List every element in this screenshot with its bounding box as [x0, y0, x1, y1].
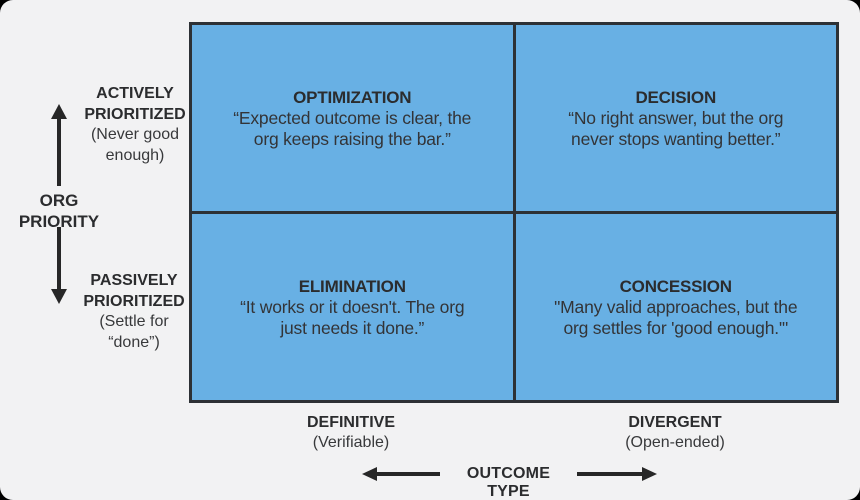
arrow-left-icon [362, 467, 377, 481]
quote-line-2: just needs it done.” [280, 317, 425, 338]
quote-line-1: “It works or it doesn't. The org [240, 296, 465, 317]
x-axis-right-label-main: DIVERGENT [628, 414, 722, 431]
quote-line-1: “No right answer, but the org [568, 107, 784, 128]
y-axis-bottom-label-main: PASSIVELY PRIORITIZED [83, 272, 185, 310]
x-axis-arrow-left-line [375, 472, 440, 476]
x-axis-title: OUTCOME TYPE [466, 465, 551, 500]
x-axis-arrow-right-line [577, 472, 642, 476]
quadrant-quote: “Expected outcome is clear, the org keep… [233, 108, 471, 150]
y-axis-top-label: ACTIVELY PRIORITIZED (Never good enough) [75, 84, 195, 166]
quote-line-1: “Expected outcome is clear, the [233, 107, 472, 128]
y-axis-arrow-lower-line [57, 227, 61, 291]
quadrant-title: DECISION [635, 87, 717, 107]
quote-line-2: org settles for 'good enough.'" [563, 317, 789, 338]
quote-line-2: never stops wanting better.” [571, 128, 781, 149]
x-axis-right-label: DIVERGENT (Open-ended) [605, 413, 745, 452]
arrow-right-icon [642, 467, 657, 481]
quadrant-title: ELIMINATION [298, 276, 406, 296]
y-axis-top-label-main: ACTIVELY PRIORITIZED [84, 85, 186, 123]
x-axis-left-label: DEFINITIVE (Verifiable) [281, 413, 421, 452]
quadrant-optimization: OPTIMIZATION “Expected outcome is clear,… [192, 25, 513, 211]
y-axis-arrow-upper-line [57, 117, 61, 186]
x-axis-left-label-main: DEFINITIVE [306, 414, 395, 431]
x-axis-left-label-sub: (Verifiable) [312, 433, 390, 451]
quadrant-title: CONCESSION [619, 276, 732, 296]
y-axis-title: ORG PRIORITY [18, 191, 100, 231]
quote-line-1: "Many valid approaches, but the [554, 296, 798, 317]
quadrant-decision: DECISION “No right answer, but the org n… [515, 25, 836, 211]
quadrant-quote: "Many valid approaches, but the org sett… [554, 297, 797, 339]
quadrant-quote: “No right answer, but the org never stop… [568, 108, 783, 150]
y-axis-bottom-label: PASSIVELY PRIORITIZED (Settle for “done”… [72, 271, 196, 353]
quadrant-concession: CONCESSION "Many valid approaches, but t… [515, 214, 836, 400]
quote-line-2: org keeps raising the bar.” [253, 128, 451, 149]
quadrant-quote: “It works or it doesn't. The org just ne… [240, 297, 464, 339]
x-axis-right-label-sub: (Open-ended) [625, 433, 725, 451]
arrow-down-icon [51, 289, 67, 304]
matrix-grid: OPTIMIZATION “Expected outcome is clear,… [189, 22, 839, 403]
y-axis-top-label-sub: (Never good enough) [90, 126, 180, 164]
arrow-up-icon [51, 104, 67, 119]
quadrant-elimination: ELIMINATION “It works or it doesn't. The… [192, 214, 513, 400]
quadrant-title: OPTIMIZATION [293, 87, 412, 107]
y-axis-bottom-label-sub: (Settle for “done”) [99, 313, 169, 351]
